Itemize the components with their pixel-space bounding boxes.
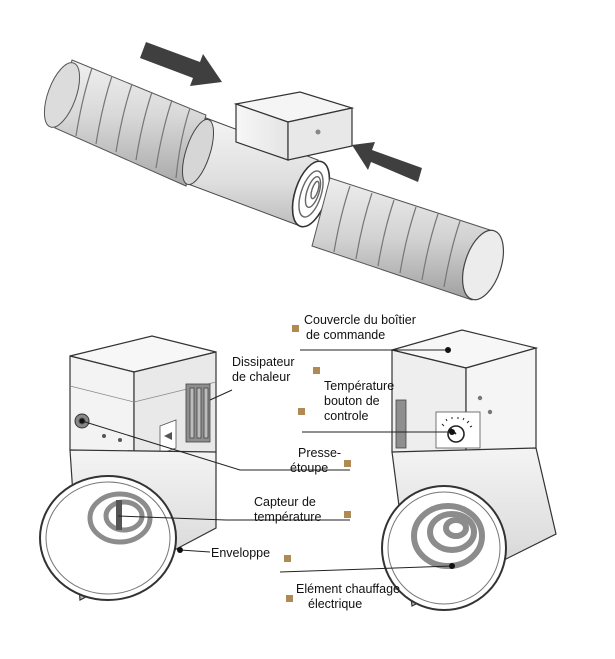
heating-coil-icon <box>298 170 324 218</box>
bottom-right-unit <box>381 329 557 611</box>
leader-dots <box>79 347 455 569</box>
flow-arrow-icon <box>352 142 422 182</box>
label-line: de commande <box>306 328 386 342</box>
label-line: bouton de <box>324 394 380 408</box>
heater-cylinder <box>181 117 331 228</box>
marker-heatsink <box>313 367 320 374</box>
leader-lines <box>81 349 453 573</box>
control-box-top <box>233 91 355 161</box>
label-line: étoupe <box>290 461 329 475</box>
label-line: Elément chauffage <box>296 582 401 596</box>
heatsink-icon <box>395 399 407 449</box>
marker-cover <box>292 325 299 332</box>
marker-element <box>286 595 293 602</box>
label-line: Couvercle du boîtier <box>304 313 416 327</box>
heatsink-icon <box>185 383 211 443</box>
label-line: controle <box>324 409 369 423</box>
label-line: température <box>254 510 322 524</box>
marker-casing <box>284 555 291 562</box>
marker-sensor <box>344 511 351 518</box>
label-line: Température <box>324 379 395 393</box>
marker-gland <box>344 460 351 467</box>
top-duct-assembly <box>43 42 505 301</box>
left-duct <box>43 59 207 187</box>
label-casing: Enveloppe <box>211 546 270 561</box>
label-heatsink: Dissipateur de chaleur <box>232 355 295 385</box>
label-element: Elément chauffage électrique <box>296 582 400 612</box>
label-line: Capteur de <box>254 495 316 509</box>
label-sensor: Capteur de température <box>254 495 321 525</box>
label-line: Dissipateur <box>232 355 295 369</box>
heating-coil-icon <box>87 491 153 545</box>
label-line: Enveloppe <box>211 546 271 560</box>
label-cover: Couvercle du boîtier de commande <box>304 313 416 343</box>
marker-knob <box>298 408 305 415</box>
flow-arrow-icon <box>140 42 222 86</box>
label-knob: Température bouton de controle <box>324 379 394 424</box>
label-line: électrique <box>308 597 363 611</box>
label-gland: Presse- étoupe <box>290 446 341 476</box>
bottom-left-unit <box>39 335 217 601</box>
right-duct <box>311 177 505 301</box>
label-line: de chaleur <box>232 370 291 384</box>
label-line: Presse- <box>298 446 342 460</box>
dial-icon <box>435 411 481 449</box>
